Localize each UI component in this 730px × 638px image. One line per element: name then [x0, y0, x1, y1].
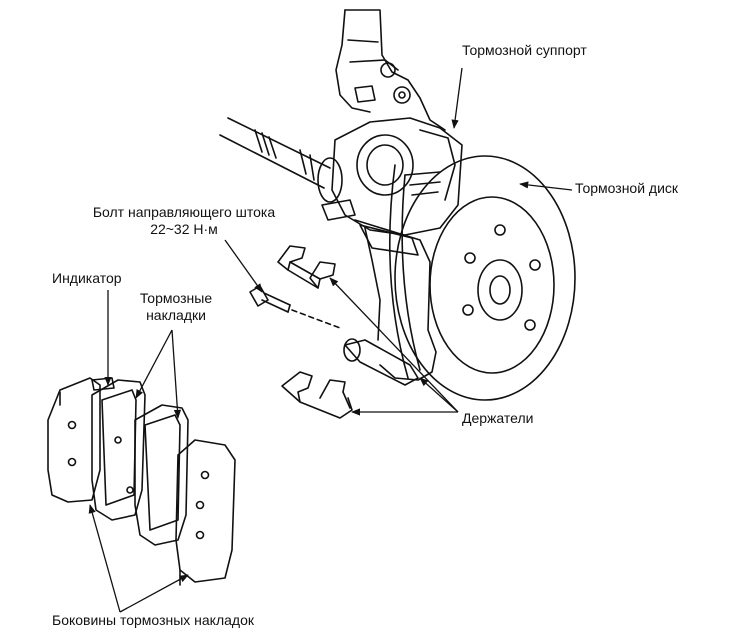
label-indicator: Индикатор — [52, 270, 122, 286]
label-holders: Держатели — [462, 410, 534, 426]
leader-pad-1 — [135, 329, 173, 399]
holder-upper — [277, 245, 336, 289]
brake-disc — [388, 155, 576, 401]
leader-caliper — [451, 67, 463, 129]
drive-shaft — [219, 117, 343, 203]
leader-holder-bracket — [419, 377, 459, 413]
leader-holder-upper — [329, 277, 459, 413]
label-shims: Боковины тормозных накладок — [52, 612, 255, 628]
label-pads-line2: накладки — [146, 307, 206, 323]
shim-outer — [47, 377, 101, 503]
leader-shim-outer — [88, 504, 121, 613]
leader-guide-bolt — [224, 239, 263, 293]
guide-bolt — [249, 285, 291, 313]
caliper-body — [321, 117, 463, 236]
label-guide-bolt-torque: 22~32 Н·м — [150, 221, 218, 237]
strut-knuckle — [335, 9, 446, 131]
leader-shim-inner — [119, 574, 189, 613]
shim-inner — [175, 439, 236, 586]
label-guide-bolt: Болт направляющего штока 22~32 Н·м — [74, 204, 294, 238]
label-disc: Тормозной диск — [575, 180, 679, 196]
pad-inner — [126, 404, 189, 546]
label-caliper: Тормозной суппорт — [462, 42, 587, 58]
bolt-axis-line — [291, 309, 341, 329]
leader-disc — [519, 181, 573, 191]
label-pads: Тормозные накладки — [128, 290, 224, 324]
label-guide-bolt-name: Болт направляющего штока — [92, 204, 276, 220]
holder-lower — [281, 371, 353, 419]
caliper-bracket — [343, 219, 437, 386]
label-pads-line1: Тормозные — [139, 290, 213, 306]
leader-pad-2 — [171, 329, 182, 419]
